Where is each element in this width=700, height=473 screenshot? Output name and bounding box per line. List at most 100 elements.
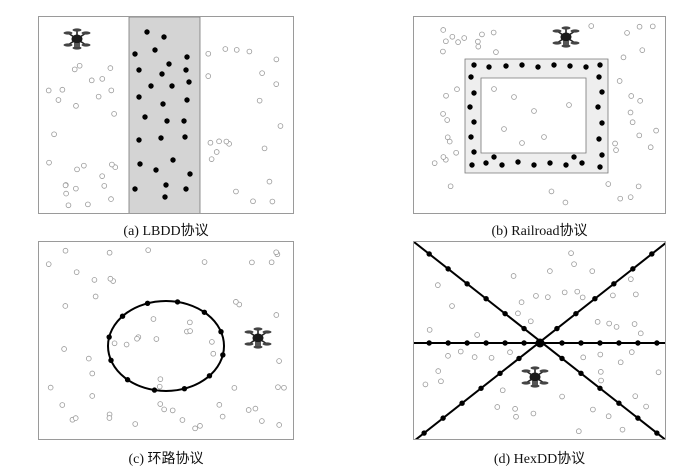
storage-node (547, 160, 553, 166)
virtual-band (128, 17, 201, 213)
storage-node (220, 352, 226, 358)
sensor-node (192, 425, 198, 432)
sensor-node (88, 77, 95, 84)
sensor-node (475, 43, 482, 50)
sensor-node (73, 269, 80, 275)
storage-node (531, 162, 537, 168)
sensor-node (637, 98, 643, 104)
sensor-node (440, 48, 446, 55)
railroad-ring (464, 58, 609, 174)
sensor-node (156, 383, 163, 390)
storage-node (597, 164, 603, 170)
sensor-node (541, 134, 547, 140)
sensor-node (588, 23, 595, 29)
sensor-node (440, 154, 447, 160)
sensor-node (179, 417, 186, 423)
sensor-node (545, 294, 551, 300)
drone-icon (244, 327, 272, 349)
sensor-node (438, 378, 444, 385)
sensor-node (51, 131, 57, 138)
sensor-node (513, 413, 519, 420)
storage-node (616, 400, 622, 406)
sensor-node (629, 119, 636, 126)
sensor-node (276, 358, 282, 364)
sensor-node (631, 321, 638, 327)
storage-node (535, 64, 541, 70)
sensor-node (447, 183, 454, 190)
sensor-node (150, 316, 157, 322)
sensor-node (449, 33, 456, 40)
storage-node (559, 355, 565, 362)
sensor-node (561, 289, 568, 296)
sensor-node (445, 353, 451, 359)
sensor-node (216, 138, 222, 145)
sensor-node (153, 336, 160, 342)
storage-node (181, 118, 187, 124)
sensor-node (627, 109, 634, 116)
storage-node (426, 340, 432, 346)
sensor-node (446, 138, 453, 145)
sensor-node (633, 291, 639, 298)
storage-node (183, 67, 189, 73)
storage-node (499, 162, 505, 168)
storage-node (467, 104, 473, 110)
storage-node (174, 299, 181, 305)
sensor-node (157, 376, 164, 382)
sensor-node (531, 108, 537, 114)
sensor-node (246, 48, 253, 55)
sensor-node (132, 421, 139, 427)
sensor-node (501, 126, 507, 132)
caption-lbdd: (a) LBDD协议 (123, 224, 209, 239)
storage-node (503, 63, 509, 69)
storage-node (464, 281, 470, 287)
storage-node (186, 79, 192, 85)
sensor-node (252, 405, 259, 412)
storage-node (137, 161, 143, 167)
sensor-node (494, 404, 501, 410)
sensor-node (579, 294, 586, 301)
sensor-node (594, 319, 601, 325)
storage-node (164, 118, 170, 124)
storage-node (596, 136, 602, 142)
sensor-node (222, 46, 229, 52)
sensor-node (511, 94, 517, 100)
drone-icon (552, 26, 580, 48)
sensor-node (598, 369, 604, 375)
sensor-node (443, 92, 449, 99)
sensor-node (649, 23, 656, 30)
sensor-node (475, 38, 481, 45)
sensor-node (216, 402, 223, 408)
sensor-node (440, 111, 446, 117)
sensor-node (574, 288, 581, 295)
storage-node (554, 325, 560, 332)
storage-node (108, 357, 114, 364)
storage-node (502, 340, 508, 346)
sensor-node (273, 81, 280, 87)
storage-node (160, 101, 166, 107)
panel-hexdd (413, 241, 666, 440)
sensor-node (157, 401, 164, 407)
storage-node (151, 387, 158, 393)
drone-icon (63, 28, 91, 50)
storage-node (635, 340, 641, 346)
storage-node (153, 167, 159, 173)
sensor-node (474, 332, 480, 338)
storage-node (445, 340, 451, 346)
sensor-node (259, 418, 265, 424)
sensor-node (624, 30, 630, 36)
sensor-node (435, 368, 442, 374)
sensor-node (576, 428, 582, 435)
sensor-node (632, 393, 639, 399)
storage-node (599, 89, 605, 95)
sensor-node (62, 182, 69, 189)
sensor-node (533, 293, 539, 299)
storage-node (181, 385, 188, 392)
loop-ring (107, 300, 225, 392)
railroad-diagram (431, 23, 659, 206)
sensor-node (233, 299, 239, 305)
storage-node (497, 370, 503, 377)
sensor-node (548, 188, 555, 195)
sensor-node (597, 351, 604, 358)
sensor-node (61, 346, 67, 352)
sensor-node (613, 324, 620, 330)
